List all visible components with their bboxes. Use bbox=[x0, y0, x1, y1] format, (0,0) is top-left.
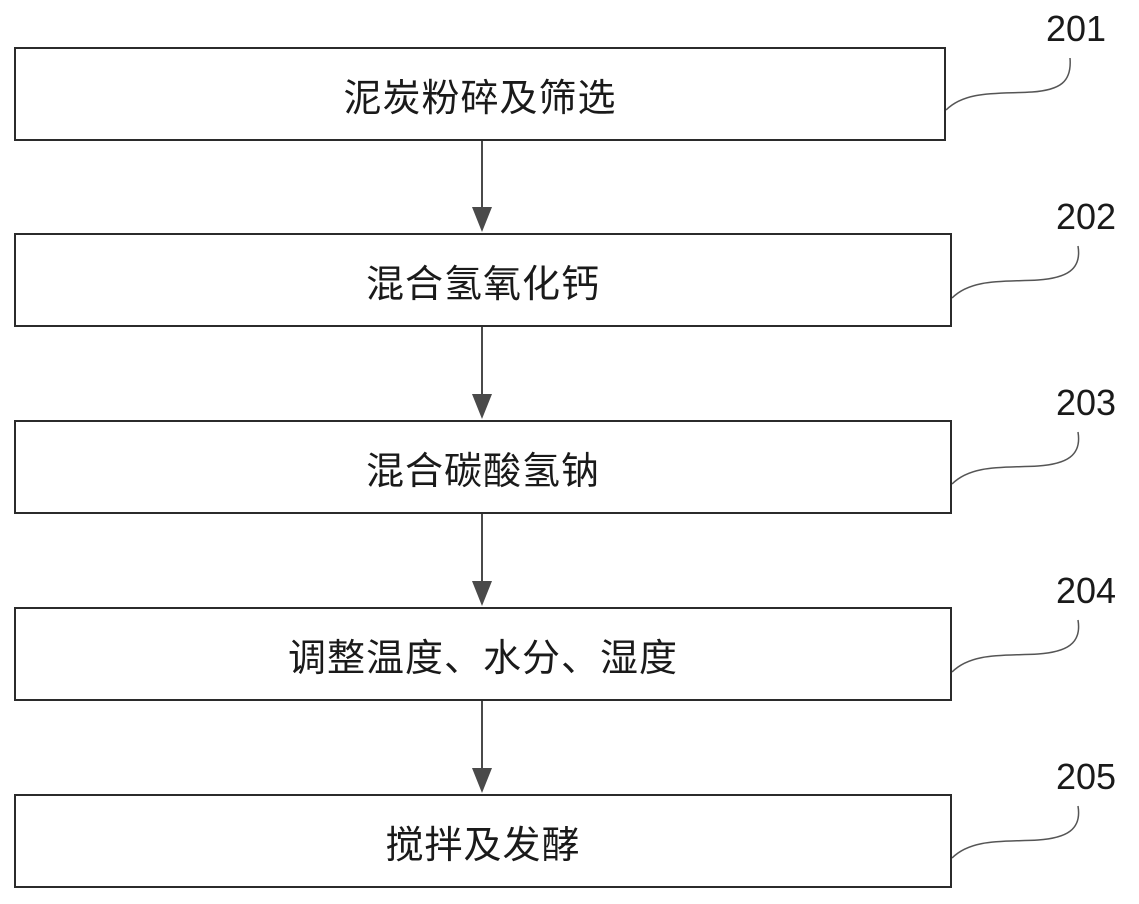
step-box-203: 混合碳酸氢钠 bbox=[14, 420, 952, 514]
step-number-205: 205 bbox=[1056, 756, 1117, 797]
step-box-202: 混合氢氧化钙 bbox=[14, 233, 952, 327]
leader-line-201 bbox=[945, 57, 1071, 111]
step-box-201: 泥炭粉碎及筛选 bbox=[14, 47, 946, 141]
leader-line-205 bbox=[951, 805, 1080, 859]
step-label: 泥炭粉碎及筛选 bbox=[343, 75, 617, 120]
arrow-204-205 bbox=[472, 701, 492, 793]
leader-line-202 bbox=[951, 245, 1080, 299]
arrow-202-203 bbox=[472, 327, 492, 419]
step-label: 调整温度、水分、湿度 bbox=[287, 635, 678, 680]
step-box-204: 调整温度、水分、湿度 bbox=[14, 607, 952, 701]
step-number-204: 204 bbox=[1056, 570, 1117, 611]
step-box-205: 搅拌及发酵 bbox=[14, 794, 952, 888]
step-number-203: 203 bbox=[1056, 382, 1117, 423]
leader-line-204 bbox=[951, 619, 1080, 673]
step-label: 搅拌及发酵 bbox=[385, 822, 581, 867]
step-number-201: 201 bbox=[1046, 8, 1107, 49]
arrow-203-204 bbox=[472, 514, 492, 606]
leader-line-203 bbox=[951, 431, 1080, 485]
step-label: 混合碳酸氢钠 bbox=[365, 448, 600, 493]
step-number-202: 202 bbox=[1056, 196, 1117, 237]
step-label: 混合氢氧化钙 bbox=[365, 261, 600, 306]
arrow-201-202 bbox=[472, 140, 492, 232]
